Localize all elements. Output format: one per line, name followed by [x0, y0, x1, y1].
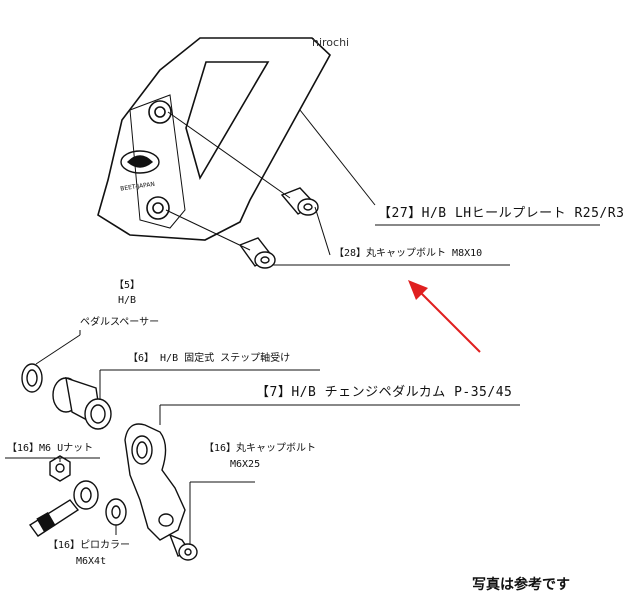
- rod-end: [28, 480, 99, 537]
- highlight-arrow: [408, 280, 481, 353]
- label-cap-bolt-m6: 【16】丸キャップボルト: [204, 443, 317, 454]
- label-heel-plate: 【27】H/B LHヒールプレート R25/R3: [378, 206, 624, 221]
- label-spacer-name: ペダルスペーサー: [80, 317, 160, 328]
- step-shaft-bearing: [52, 376, 112, 430]
- leader-lines-bottom: [5, 330, 520, 545]
- leader-lines-top: [165, 109, 600, 266]
- label-pillow-collar: 【16】ピロカラー: [48, 540, 131, 551]
- parts-diagram: BEET-JAPAN: [5, 36, 624, 593]
- label-pedal-cam: 【7】H/B チェンジペダルカム P-35/45: [256, 385, 513, 400]
- watermark: hirochi: [312, 36, 350, 49]
- reference-caption: 写真は参考です: [472, 577, 570, 593]
- u-nut: [49, 455, 71, 482]
- exploded-view-drawing: BEET-JAPAN: [5, 37, 600, 561]
- label-step-bearing: 【6】 H/B 固定式 ステップ軸受け: [128, 353, 291, 364]
- beet-logo: [120, 150, 160, 174]
- label-cap-bolt-m6-size: M6X25: [230, 459, 261, 470]
- pedal-spacer: [21, 363, 43, 393]
- heel-plate: [97, 37, 331, 241]
- pillow-collar: [105, 498, 127, 526]
- logo-text: BEET-JAPAN: [120, 181, 156, 193]
- label-spacer-num: 【5】: [114, 280, 141, 291]
- cap-bolt-m6: [168, 533, 198, 561]
- change-pedal-cam: [124, 423, 186, 541]
- label-pillow-collar-size: M6X4t: [76, 556, 107, 567]
- label-u-nut: 【16】M6 Uナット: [7, 443, 94, 454]
- label-cap-bolt-m8: 【28】丸キャップボルト M8X10: [334, 248, 483, 259]
- cap-bolt-lower: [238, 237, 276, 269]
- cap-bolt-upper: [280, 187, 319, 216]
- label-spacer-hb: H/B: [118, 295, 137, 306]
